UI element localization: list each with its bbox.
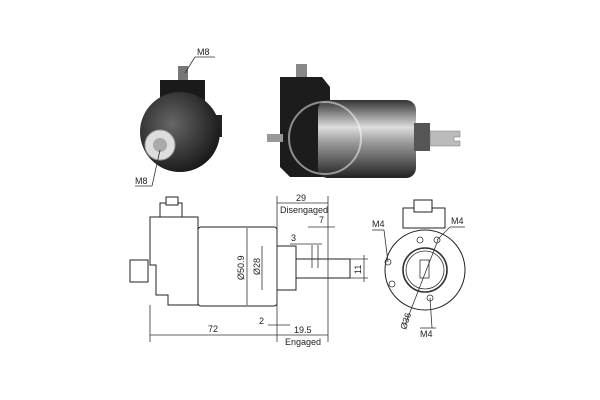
front-flange [384, 229, 466, 311]
plunger-tab [429, 130, 461, 147]
dim-7: 7 [319, 215, 324, 225]
solenoid-body [318, 100, 416, 178]
dim-29: 29 [296, 193, 306, 203]
dim-bolt-circle: Ø36 [398, 311, 413, 330]
side-view-photo [267, 64, 461, 178]
label-m8-bottom: M8 [135, 176, 148, 186]
label-engaged: Engaged [285, 337, 321, 347]
label-disengaged: Disengaged [280, 205, 328, 215]
dim-72: 72 [208, 324, 218, 334]
label-m4-right: M4 [451, 216, 464, 226]
terminal-stud [178, 66, 188, 80]
label-m4-bottom: M4 [420, 329, 433, 339]
front-view-drawing: M4 M4 M4 Ø36 [372, 199, 466, 339]
side-view-drawing: 29 Disengaged 7 3 Ø50.9 Ø28 11 2 72 19.5… [129, 193, 368, 347]
dim-3: 3 [291, 233, 296, 243]
label-m4-left: M4 [372, 219, 385, 229]
dim-19-5: 19.5 [294, 325, 312, 335]
end-view-photo: M8 M8 [135, 47, 222, 187]
label-m8-top: M8 [197, 47, 210, 57]
dim-body-diameter: Ø50.9 [236, 255, 246, 280]
dim-11: 11 [353, 265, 363, 274]
dim-2: 2 [259, 316, 264, 326]
watermark-logo [288, 101, 362, 175]
dim-flange-diameter: Ø28 [252, 258, 262, 275]
